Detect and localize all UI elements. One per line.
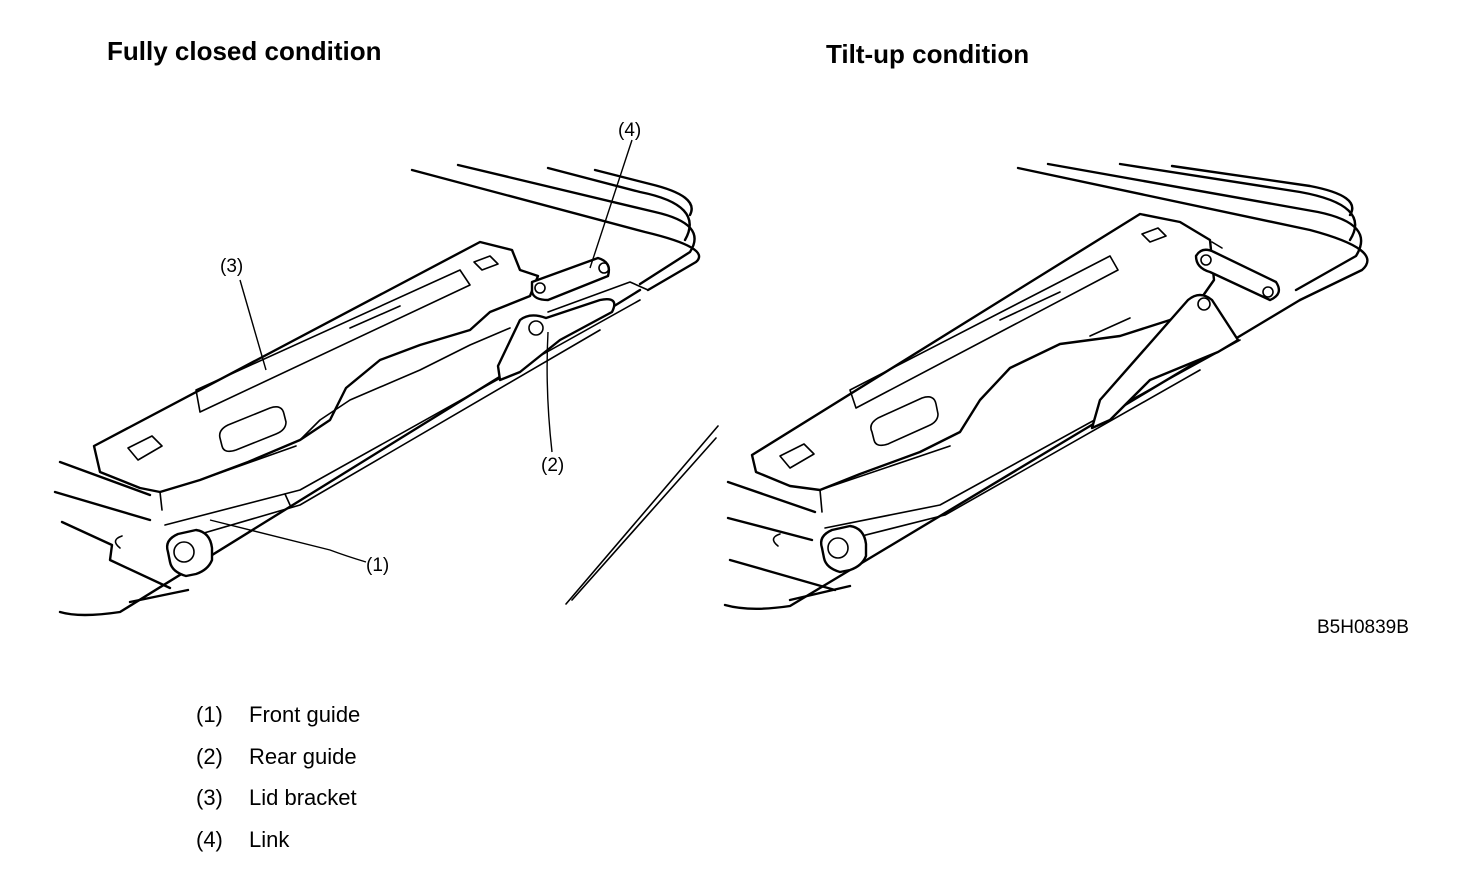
legend-number: (4) <box>196 826 223 852</box>
lid-bracket-left <box>92 240 540 511</box>
closed-condition-figure: (3) (4) (2) (1) <box>53 120 701 617</box>
legend-item: (1) Front guide <box>196 702 360 744</box>
front-guide-right <box>772 339 1241 574</box>
legend-label: Link <box>249 826 290 852</box>
legend-number: (1) <box>196 702 223 727</box>
figure-separator <box>565 425 719 605</box>
figure-code: B5H0839B <box>1317 617 1409 638</box>
callout-2: (2) <box>541 455 564 476</box>
roof-rails-left <box>53 163 701 617</box>
callout-4: (4) <box>618 120 641 141</box>
legend-label: Rear guide <box>249 743 357 769</box>
lid-bracket-right <box>750 212 1216 513</box>
rear-guide-link-left <box>496 256 649 382</box>
legend-item: (2) Rear guide <box>196 744 360 786</box>
legend-number: (2) <box>196 743 223 769</box>
legend-item: (3) Lid bracket <box>196 785 360 827</box>
rear-guide-link-right <box>1090 241 1281 430</box>
callout-3: (3) <box>220 256 243 277</box>
callout-1: (1) <box>366 555 389 576</box>
front-guide-left <box>114 299 641 578</box>
legend-number: (3) <box>196 785 223 810</box>
roof-rails-right <box>723 162 1369 610</box>
tilt-up-condition-figure <box>723 162 1369 610</box>
title-tilt-up: Tilt-up condition <box>826 39 1030 69</box>
legend-item: (4) Link <box>196 827 360 869</box>
title-fully-closed: Fully closed condition <box>107 36 382 66</box>
legend-label: Lid bracket <box>249 785 357 810</box>
callout-leaders-left <box>209 139 633 563</box>
legend-label: Front guide <box>249 702 361 727</box>
legend: (1) Front guide (2) Rear guide (3) Lid b… <box>196 702 360 868</box>
